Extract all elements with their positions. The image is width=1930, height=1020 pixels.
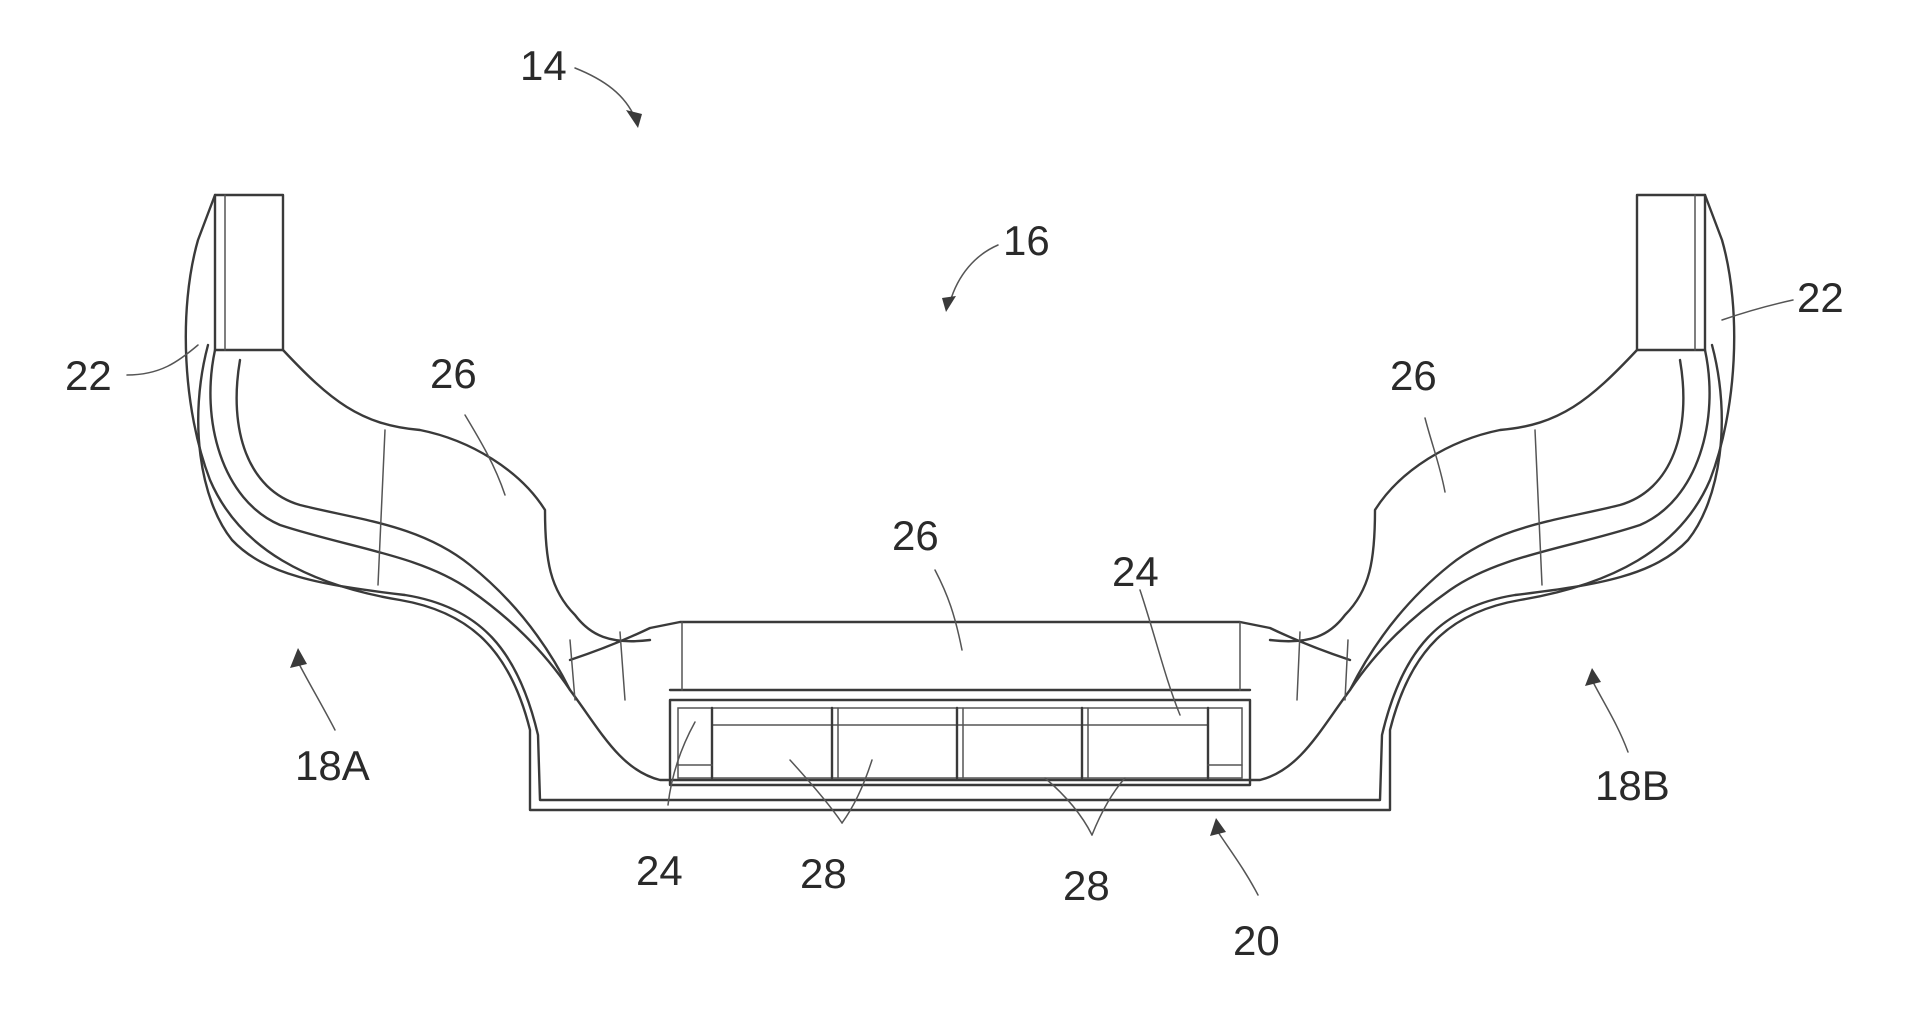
leader-lines bbox=[127, 68, 1793, 895]
cell-housing bbox=[670, 700, 1250, 785]
arrowhead-18B bbox=[1585, 668, 1601, 686]
center-bracket-divider-right3 bbox=[1345, 640, 1348, 700]
inner-channel bbox=[210, 350, 1709, 780]
label-bottom: 20 bbox=[1233, 917, 1280, 964]
reference-labels: 14 16 22 22 26 26 26 24 24 18A 18B 20 28… bbox=[65, 42, 1844, 964]
label-assembly: 14 bbox=[520, 42, 567, 89]
arrowhead-18A bbox=[290, 648, 307, 668]
inner-channel-lower bbox=[237, 360, 570, 690]
right-bracket-divider bbox=[1535, 430, 1542, 585]
leader-20 bbox=[1218, 832, 1258, 895]
frame-structure bbox=[186, 195, 1734, 810]
leader-24-lower bbox=[668, 722, 695, 805]
leader-18A bbox=[298, 662, 335, 730]
leader-28-right-a bbox=[1045, 778, 1092, 835]
outer-shell-inner-edge bbox=[198, 345, 1722, 800]
label-member-lower: 24 bbox=[636, 847, 683, 894]
inner-channel-lower-right bbox=[1350, 360, 1683, 690]
label-frame: 16 bbox=[1003, 217, 1050, 264]
label-side-right: 18B bbox=[1595, 762, 1670, 809]
cell-housing-inner bbox=[678, 708, 1242, 778]
leader-28-right-b bbox=[1092, 778, 1125, 835]
leader-26-right bbox=[1425, 418, 1445, 492]
leader-26-center bbox=[935, 570, 962, 650]
leader-28-left-a bbox=[790, 760, 842, 823]
label-cells-left: 28 bbox=[800, 850, 847, 897]
label-side-left: 18A bbox=[295, 742, 370, 789]
label-cells-right: 28 bbox=[1063, 862, 1110, 909]
label-bracket-right: 26 bbox=[1390, 352, 1437, 399]
leader-18B bbox=[1593, 682, 1628, 752]
left-bracket-divider bbox=[378, 430, 385, 585]
center-bracket-divider-right2 bbox=[1297, 632, 1300, 700]
leader-14 bbox=[575, 68, 635, 118]
arrowhead-14 bbox=[626, 110, 642, 128]
leader-16 bbox=[950, 245, 998, 302]
outer-shell bbox=[186, 195, 1734, 810]
label-bracket-left: 26 bbox=[430, 350, 477, 397]
label-flange-right: 22 bbox=[1797, 274, 1844, 321]
arrowhead-16 bbox=[942, 296, 956, 312]
right-bracket bbox=[1270, 350, 1637, 641]
arrowhead-20 bbox=[1210, 818, 1226, 836]
label-flange-left: 22 bbox=[65, 352, 112, 399]
label-bracket-center: 26 bbox=[892, 512, 939, 559]
leader-24-upper bbox=[1140, 590, 1180, 715]
leader-28-left-b bbox=[842, 760, 872, 823]
label-member-upper: 24 bbox=[1112, 548, 1159, 595]
